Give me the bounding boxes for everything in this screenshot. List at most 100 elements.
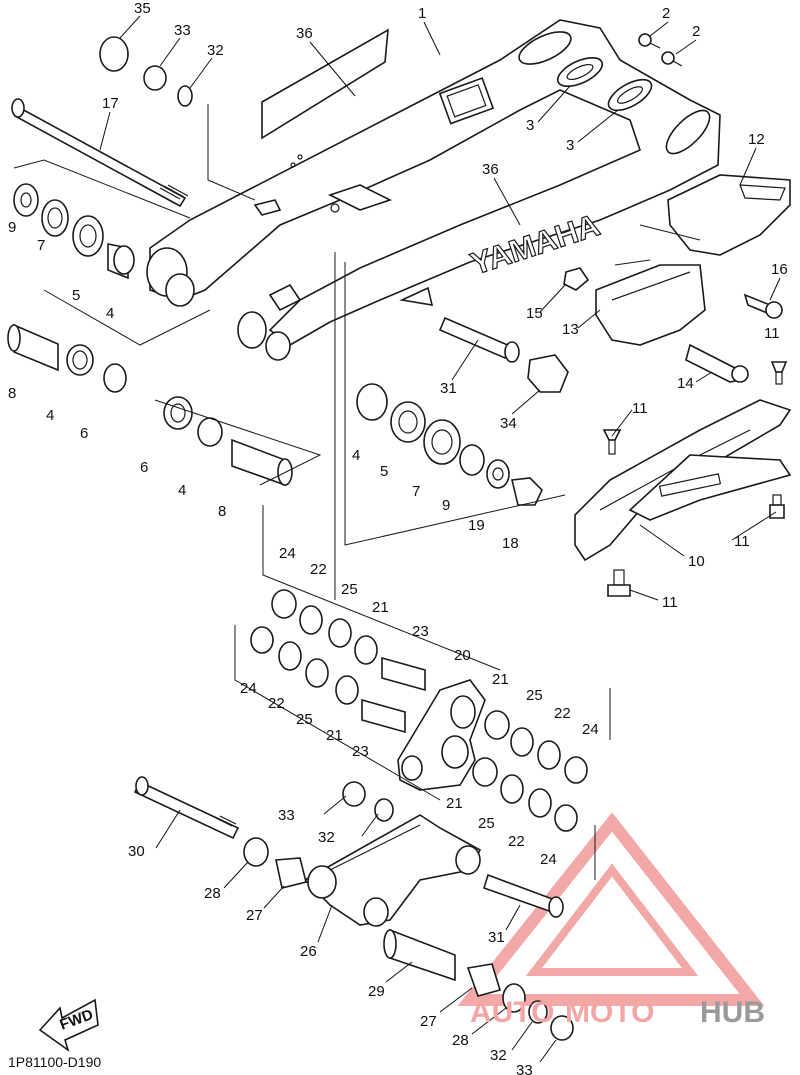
label-16: 16 [771,261,788,278]
washer-32-mid [374,798,394,822]
label-34: 34 [500,415,517,432]
collar-29 [389,928,456,982]
label-36b: 36 [482,161,499,178]
label-8b: 8 [218,503,226,520]
label-5: 5 [72,287,80,304]
label-11: 11 [764,325,780,342]
label-4c: 4 [178,482,186,499]
label-28: 28 [204,885,221,902]
callout-labels: 35 33 32 36 1 2 2 17 3 3 36 12 9 7 5 4 1… [8,0,788,1075]
bolt-30 [133,776,240,840]
label-36: 36 [296,25,313,42]
connecting-rod [303,814,482,927]
label-21c: 21 [492,671,509,688]
label-8: 8 [8,385,16,402]
label-25: 25 [341,581,358,598]
label-7b: 7 [412,483,420,500]
label-25b: 25 [296,711,313,728]
diagram-code: 1P81100-D190 [8,1054,102,1070]
bushing-35 [99,36,129,72]
label-23b: 23 [352,743,369,760]
label-32: 32 [207,42,224,59]
label-24c: 24 [582,721,599,738]
label-27b: 27 [420,1013,437,1030]
label-30: 30 [128,843,145,860]
screws-11 [602,361,788,597]
lower-bearings [466,963,574,1041]
label-33b: 33 [278,807,295,824]
label-22d: 22 [508,833,525,850]
label-18: 18 [502,535,519,552]
label-11c: 11 [734,533,750,550]
label-5b: 5 [380,463,388,480]
label-25d: 25 [478,815,495,832]
label-24: 24 [279,545,296,562]
label-24d: 24 [540,851,557,868]
bushings-center [163,396,293,487]
label-35: 35 [134,0,151,17]
label-14: 14 [677,375,694,392]
nut-33-top [143,65,167,91]
label-21: 21 [372,599,389,616]
label-4b: 4 [46,407,54,424]
pivot-shaft [11,98,189,208]
fwd-arrow: FWD [38,998,99,1053]
watermark-triangle [457,812,765,1006]
bolt-31-upper [438,316,520,363]
label-22c: 22 [554,705,571,722]
bushings-left [7,323,127,393]
label-33: 33 [174,22,191,39]
label-11d: 11 [662,594,678,611]
label-33c: 33 [516,1062,533,1075]
decal-top [261,28,389,140]
label-9b: 9 [442,497,450,514]
relay-arm [397,679,486,791]
svg-text:AUTO: AUTO [470,996,554,1029]
bolt-2-pair [638,33,683,67]
label-27: 27 [246,907,263,924]
collar-28-left [243,837,269,867]
bolt-31-lower [483,873,564,918]
label-15: 15 [526,305,543,322]
nut-33-mid [342,781,366,807]
swingarm [146,19,721,361]
label-32c: 32 [490,1047,507,1064]
label-10: 10 [688,553,705,570]
relay-bearings-top [250,589,426,734]
svg-text:HUB: HUB [700,996,765,1029]
label-29: 29 [368,983,385,1000]
relay-bearings-right [472,710,588,832]
leader-lines [99,15,781,1063]
label-17: 17 [102,95,119,112]
label-19: 19 [468,517,485,534]
label-7: 7 [37,237,45,254]
pivot-bearings-right [356,383,543,506]
label-23: 23 [412,623,429,640]
label-32b: 32 [318,829,335,846]
label-31b: 31 [488,929,505,946]
svg-text:MOTO: MOTO [565,996,654,1029]
label-1: 1 [418,5,426,22]
bolt-16 [743,293,783,319]
bearing-27-left [275,857,307,889]
label-9: 9 [8,219,16,236]
label-21b: 21 [326,727,343,744]
label-21d: 21 [446,795,463,812]
label-2b: 2 [692,23,700,40]
label-28b: 28 [452,1032,469,1049]
washer-32-top [177,85,193,107]
chain-puller-plates [556,56,653,112]
label-24b: 24 [240,680,257,697]
chain-guide-bracket [595,264,706,346]
label-2: 2 [662,5,670,22]
label-22: 22 [310,561,327,578]
label-6: 6 [80,425,88,442]
label-25c: 25 [526,687,543,704]
label-3: 3 [526,117,534,134]
label-6b: 6 [140,459,148,476]
bolt-14 [685,343,749,383]
label-12: 12 [748,131,765,148]
label-31: 31 [440,380,457,397]
label-20: 20 [454,647,471,664]
